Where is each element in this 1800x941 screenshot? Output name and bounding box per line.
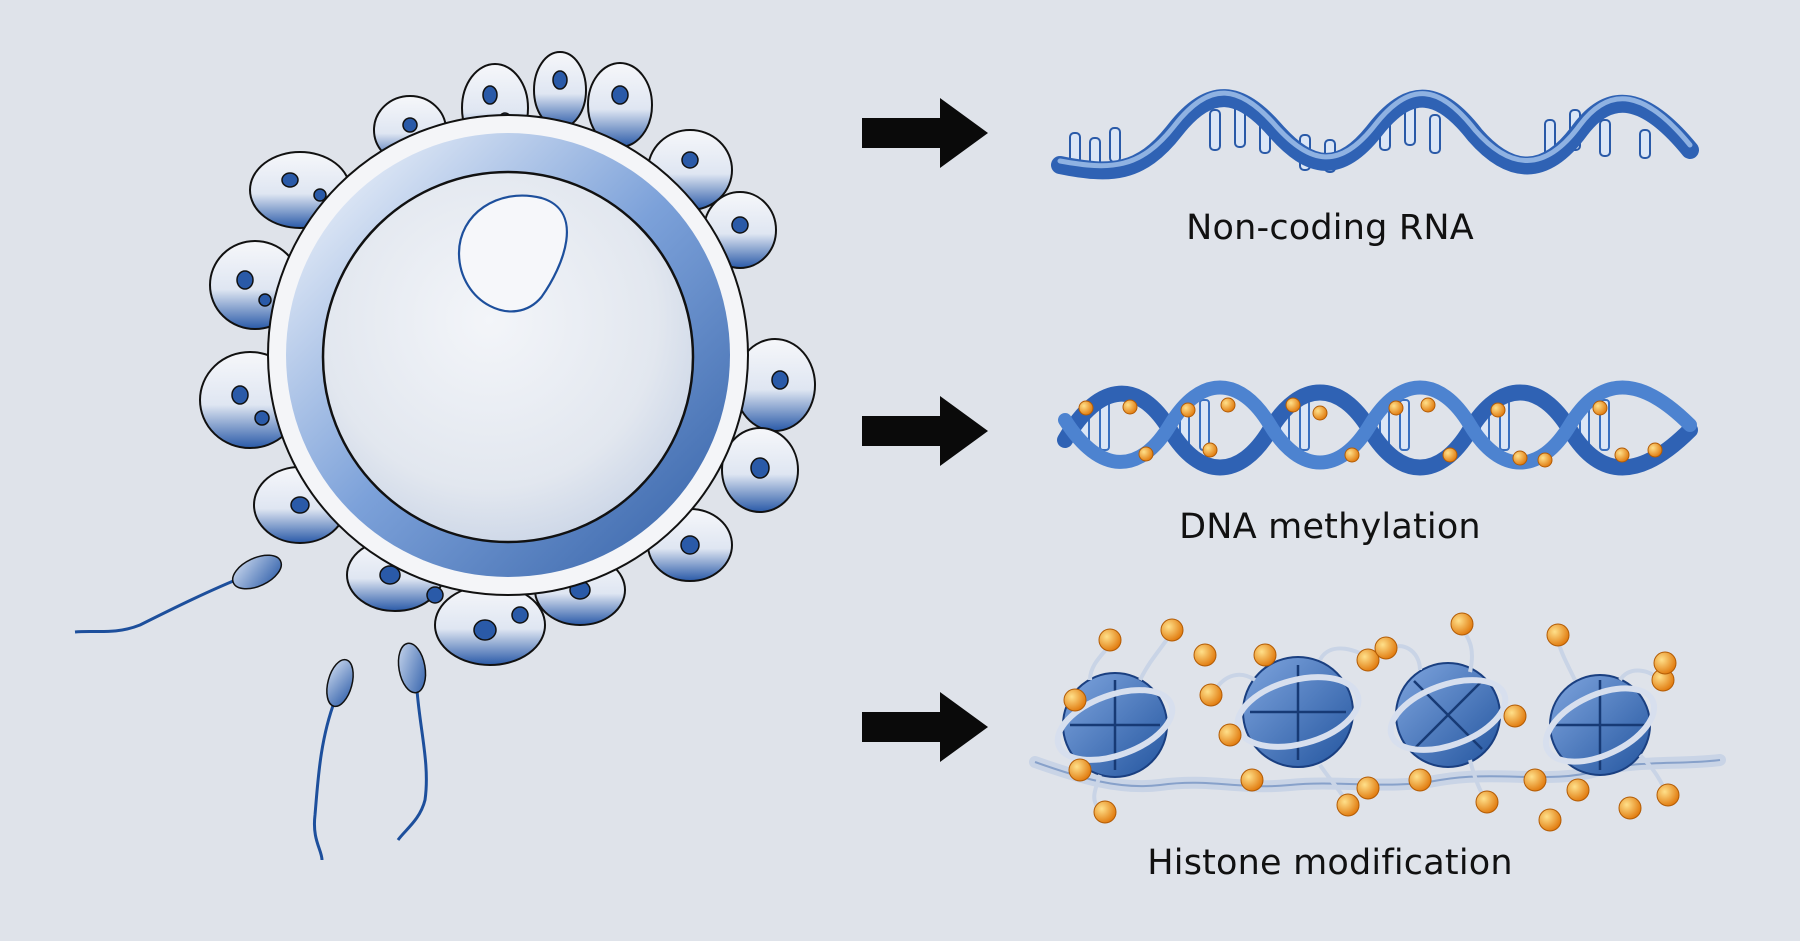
label-histone-modification: Histone modification bbox=[1147, 843, 1513, 883]
sperm-cells bbox=[74, 554, 428, 861]
methyl-groups bbox=[1078, 397, 1663, 468]
corona-cell-nuclei bbox=[231, 70, 789, 641]
nucleus bbox=[457, 194, 568, 313]
modification-groups bbox=[1063, 612, 1680, 832]
arrows bbox=[862, 98, 988, 762]
label-dna-methylation: DNA methylation bbox=[1179, 507, 1481, 547]
cytoplasm bbox=[321, 170, 695, 544]
nucleosome-chain-icon bbox=[1029, 612, 1726, 832]
arrow-right-icon bbox=[862, 396, 988, 466]
dna-strand-b bbox=[1058, 380, 1697, 470]
arrow-right-icon bbox=[862, 98, 988, 168]
arrow-right-icon bbox=[862, 692, 988, 762]
sperm-icon bbox=[396, 642, 428, 841]
sperm-icon bbox=[312, 658, 354, 861]
rna-backbone bbox=[1051, 89, 1699, 180]
rna-strand-icon bbox=[1051, 89, 1699, 180]
label-non-coding-rna: Non-coding RNA bbox=[1186, 208, 1474, 248]
sperm-icon bbox=[74, 554, 283, 634]
dna-helix-methylated-icon bbox=[1057, 380, 1698, 476]
egg-cell-icon bbox=[199, 51, 816, 666]
